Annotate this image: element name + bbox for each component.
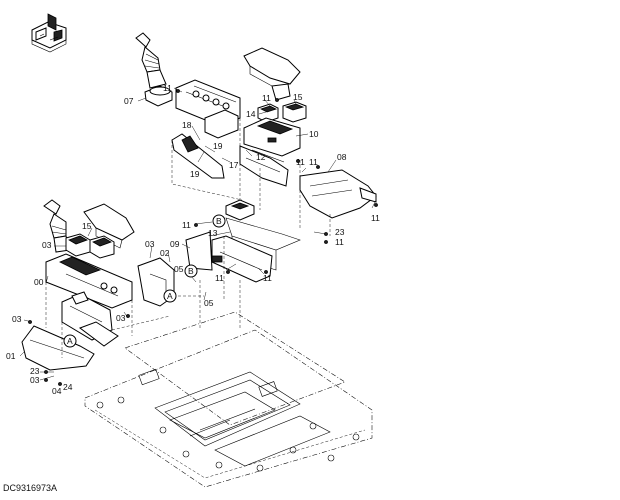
callout-label: 11 — [296, 157, 305, 167]
upper-joystick — [135, 32, 173, 107]
upper-left-console — [175, 79, 241, 139]
callout-label: 11 — [309, 157, 318, 167]
callout-label: 23 — [335, 227, 345, 237]
callout-label: 11 — [215, 273, 224, 283]
callout-label: 19 — [190, 169, 200, 179]
lower-console-base — [61, 291, 119, 347]
callout-label: 05 — [174, 264, 184, 274]
circle-reference-b-1: B — [212, 214, 226, 228]
callout-label: 15 — [82, 221, 92, 231]
callout-label: 01 — [6, 351, 16, 361]
callout-label: 24 — [63, 382, 73, 392]
bolt-markers — [28, 89, 378, 386]
circle-reference-label: B — [188, 266, 194, 276]
leader-lines — [19, 87, 377, 381]
callout-label: 10 — [309, 129, 319, 139]
callout-label: 02 — [160, 248, 170, 258]
callout-label: 18 — [182, 120, 192, 130]
circle-reference-a-2: A — [63, 334, 77, 348]
callout-label: 00 — [34, 277, 44, 287]
upper-boxes — [257, 101, 307, 123]
upper-armrest — [243, 47, 301, 101]
callout-label: 09 — [170, 239, 180, 249]
frame-center-13 — [185, 217, 301, 283]
lower-left-guide-lines — [45, 282, 204, 358]
upper-right-console — [239, 117, 301, 187]
callout-label: 03 — [116, 313, 126, 323]
callout-label: 03 — [145, 239, 155, 249]
circle-reference-b-2: B — [184, 264, 198, 278]
callout-label: 19 — [213, 141, 223, 151]
callout-label: 12 — [256, 152, 266, 162]
floor-frame — [84, 311, 373, 488]
lower-boxes-15 — [65, 233, 115, 259]
circle-reference-a-1: A — [163, 289, 177, 303]
circle-reference-label: B — [216, 216, 222, 226]
callout-label: 03 — [12, 314, 22, 324]
lower-guide-lines — [199, 236, 241, 330]
callout-label: 07 — [124, 96, 134, 106]
lower-joystick — [43, 199, 71, 253]
circle-reference-label: A — [167, 291, 173, 301]
callout-label: 05 — [204, 298, 214, 308]
callout-label: 23 — [30, 366, 40, 376]
callout-label: 03 — [30, 375, 40, 385]
callout-label: 15 — [293, 92, 303, 102]
callout-labels: 11 07 18 19 19 17 11 14 15 10 12 11 11 0… — [6, 83, 380, 396]
callout-label: 14 — [246, 109, 256, 119]
callout-label: 11 — [262, 93, 271, 103]
callout-label: 04 — [52, 386, 62, 396]
mount-bracket-13 — [225, 199, 255, 221]
callout-label: 17 — [229, 160, 239, 170]
callout-label: 11 — [263, 273, 272, 283]
callout-label: 11 — [371, 213, 380, 223]
callout-label: 11 — [182, 220, 191, 230]
callout-label: 03 — [42, 240, 52, 250]
side-cover-18 — [171, 133, 225, 179]
cover-01 — [21, 325, 95, 371]
callout-label: 11 — [163, 83, 172, 93]
document-code: DC9316973A — [3, 483, 57, 493]
circle-reference-label: A — [67, 336, 73, 346]
rear-cover-08 — [299, 169, 377, 219]
upper-guide-lines — [171, 118, 331, 236]
callout-label: 08 — [337, 152, 347, 162]
machine-orientation-icon — [31, 13, 67, 53]
callout-label: 13 — [208, 228, 218, 238]
callout-label: 11 — [335, 237, 344, 247]
